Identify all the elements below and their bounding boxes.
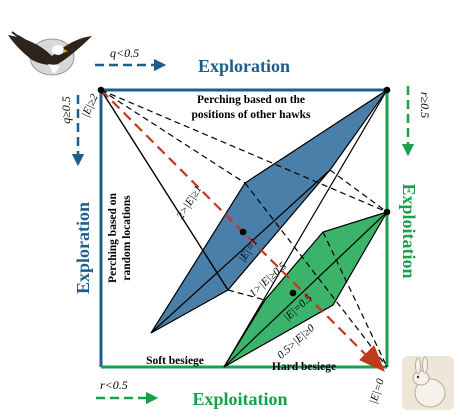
- corner-point-tr: [383, 86, 391, 94]
- line-b: [150, 169, 331, 334]
- line-a: [100, 89, 229, 291]
- perch-others-line2: positions of other hawks: [192, 109, 311, 121]
- left-phase-label: Exploration: [73, 202, 93, 294]
- dashed-a: [100, 89, 246, 184]
- point-e1: [239, 228, 247, 236]
- dashed-e: [100, 89, 388, 213]
- bottom-phase-label: Exploitation: [192, 389, 287, 409]
- perch-random-line1: Perching based on: [107, 192, 119, 282]
- energy-start-label: |E|≥2: [80, 92, 101, 120]
- corner-point-r: [383, 208, 391, 216]
- dashed-d: [322, 231, 388, 368]
- right-condition: r≥0.5: [418, 92, 432, 118]
- energy-end-label: |E|=0: [367, 377, 387, 406]
- dashed-f: [329, 169, 388, 213]
- dashed-b: [244, 182, 388, 368]
- line-c: [223, 89, 388, 368]
- rabbit-icon: [402, 356, 454, 410]
- point-e05: [289, 289, 297, 297]
- line-d: [223, 211, 388, 368]
- right-phase-label: Exploitation: [399, 183, 419, 278]
- bottom-condition: r<0.5: [100, 378, 128, 392]
- soft-besiege-label: Soft besiege: [146, 355, 204, 367]
- energy-2-1-label: 2>|E|≥1: [175, 183, 205, 221]
- energy-arrowhead: [359, 345, 385, 372]
- hard-besiege-label: Hard besiege: [272, 361, 336, 373]
- top-condition: q<0.5: [110, 46, 139, 60]
- left-condition: q≥0.5: [59, 96, 73, 124]
- corner-point-tl: [97, 86, 105, 94]
- perch-others-line1: Perching based on the: [197, 94, 305, 106]
- exploration-region: [150, 89, 388, 334]
- top-phase-label: Exploration: [198, 56, 290, 76]
- eagle-icon: [8, 31, 92, 76]
- dashed-c: [227, 289, 266, 301]
- perch-random-line2: random locations: [121, 195, 133, 281]
